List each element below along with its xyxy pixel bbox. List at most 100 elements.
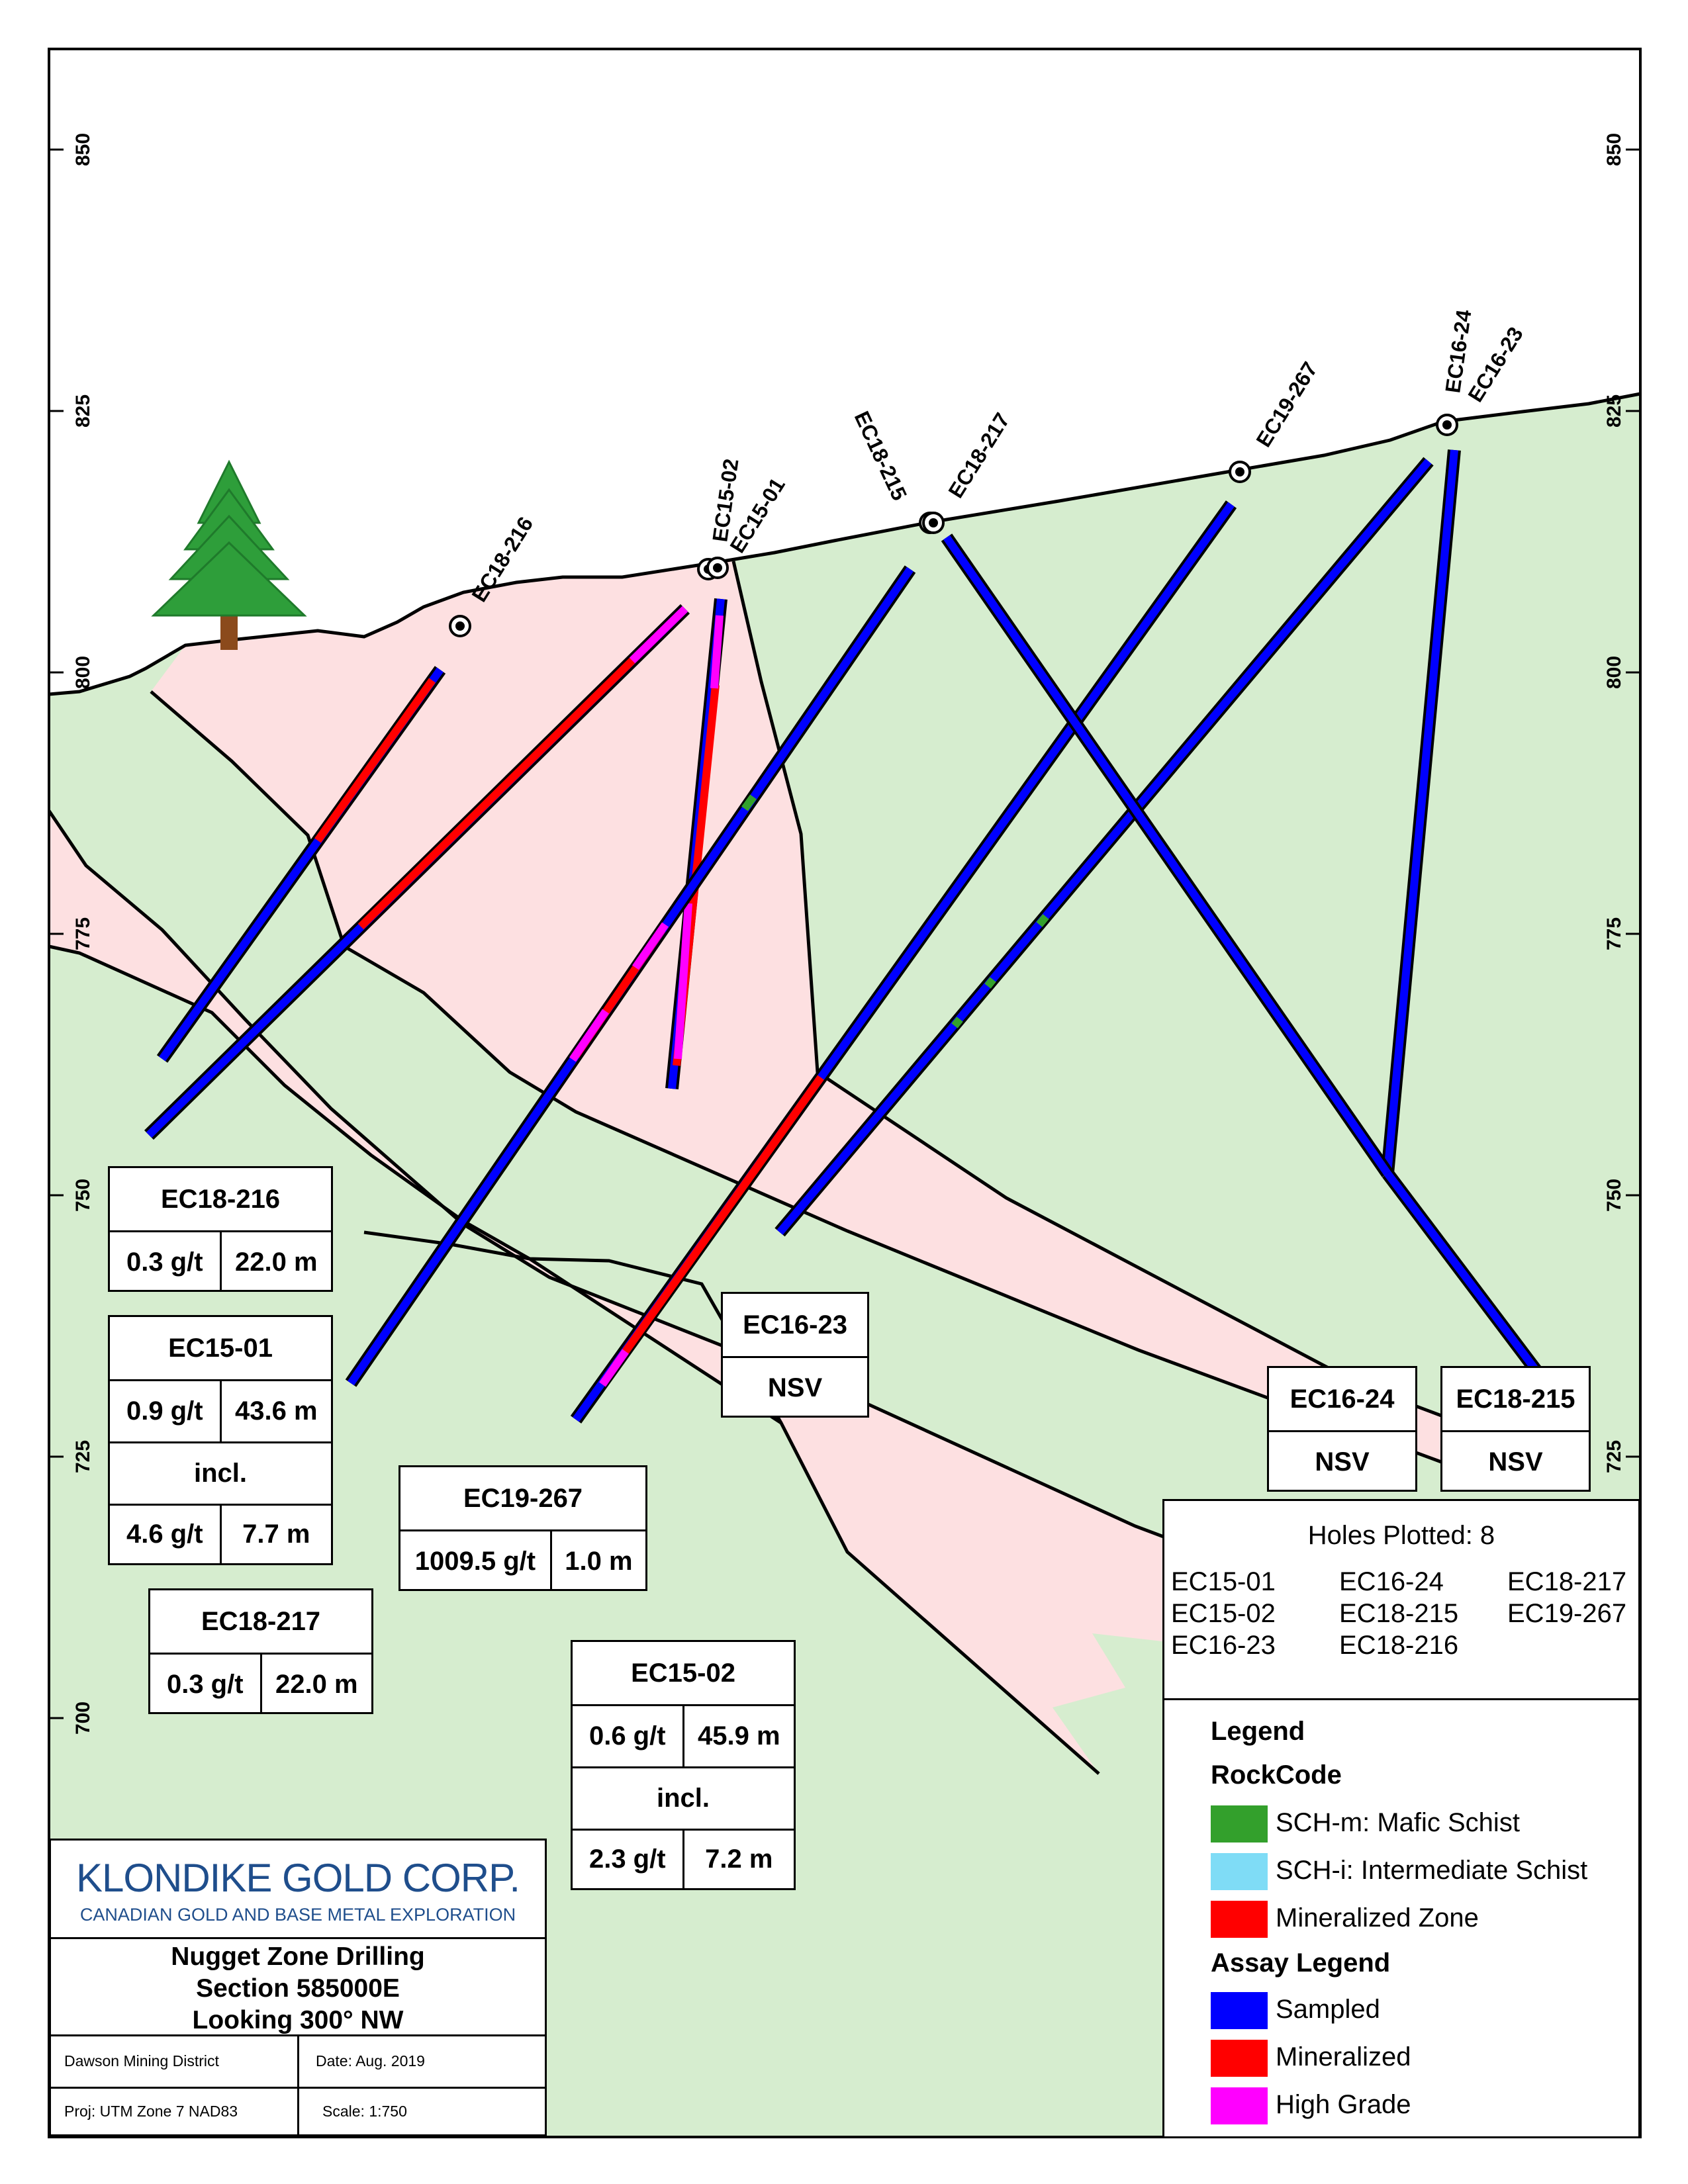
elev-label-right-825: 825 bbox=[1603, 394, 1625, 428]
legend-swatch-high-grade bbox=[1211, 2087, 1268, 2124]
elev-label-right-750: 750 bbox=[1603, 1179, 1625, 1212]
tree-icon bbox=[151, 459, 307, 650]
legend-label-mineralized: Mineralized bbox=[1276, 2042, 1411, 2071]
holes-plotted-item: EC18-215 bbox=[1339, 1599, 1459, 1628]
holes-plotted-item: EC18-216 bbox=[1339, 1631, 1459, 1660]
legend-label-mafic-schist: SCH-m: Mafic Schist bbox=[1276, 1808, 1520, 1837]
intercept-box-ec18-216: EC18-216 0.3 g/t 22.0 m bbox=[108, 1166, 333, 1292]
elev-label-left-800: 800 bbox=[72, 656, 94, 689]
holes-plotted-item: EC16-24 bbox=[1339, 1567, 1444, 1596]
legend-swatch-intermediate-schist bbox=[1211, 1853, 1268, 1890]
elev-label-left-725: 725 bbox=[72, 1440, 94, 1473]
elev-label-right-775: 775 bbox=[1603, 917, 1625, 950]
intercept-box-ec19-267: EC19-267 1009.5 g/t 1.0 m bbox=[399, 1465, 647, 1591]
legend-panel: Holes Plotted: 8 EC15-01 EC15-02 EC16-23… bbox=[1162, 1499, 1640, 2138]
district-label: Dawson Mining District bbox=[64, 2052, 219, 2070]
intercept-grade: 0.3 g/t bbox=[126, 1247, 203, 1277]
intercept-hole: EC15-02 bbox=[631, 1658, 735, 1688]
holes-plotted-item: EC16-23 bbox=[1171, 1631, 1276, 1660]
topography-line bbox=[48, 392, 1641, 696]
elev-label-right-800: 800 bbox=[1603, 656, 1625, 689]
legend-divider bbox=[1164, 1698, 1638, 1700]
intercept-length: 22.0 m bbox=[219, 1232, 332, 1292]
elev-label-left-700: 700 bbox=[72, 1702, 94, 1735]
intercept-hole: EC18-217 bbox=[201, 1606, 321, 1636]
company-tagline: CANADIAN GOLD AND BASE METAL EXPLORATION bbox=[79, 1905, 516, 1925]
hole-label-ec19-267: EC19-267 bbox=[1251, 357, 1322, 451]
holes-plotted-item: EC19-267 bbox=[1507, 1599, 1627, 1628]
elev-label-right-850: 850 bbox=[1603, 133, 1625, 166]
intercept-incl-grade: 2.3 g/t bbox=[588, 1844, 666, 1874]
holes-plotted-item: EC15-01 bbox=[1171, 1567, 1276, 1596]
legend-label-mineralized-zone: Mineralized Zone bbox=[1276, 1903, 1479, 1933]
intercept-grade: 0.9 g/t bbox=[126, 1396, 203, 1426]
intercept-incl-grade: 4.6 g/t bbox=[126, 1520, 203, 1549]
elev-label-left-750: 750 bbox=[72, 1179, 94, 1212]
legend-label-sampled: Sampled bbox=[1276, 1995, 1380, 2024]
hole-label-ec18-217: EC18-217 bbox=[943, 408, 1014, 502]
intercept-box-ec18-217: EC18-217 0.3 g/t 22.0 m bbox=[148, 1588, 373, 1714]
intercept-grade: 0.6 g/t bbox=[588, 1721, 666, 1751]
legend-rockcode-title: RockCode bbox=[1211, 1760, 1342, 1790]
legend-swatch-mineralized-zone bbox=[1211, 1901, 1268, 1938]
company-name: KLONDIKE GOLD CORP. bbox=[75, 1856, 520, 1900]
drill-traces bbox=[144, 449, 1541, 1424]
intercept-length: 1.0 m bbox=[549, 1531, 645, 1591]
intercept-hole: EC18-215 bbox=[1456, 1384, 1575, 1414]
projection-label: Proj: UTM Zone 7 NAD83 bbox=[64, 2103, 238, 2120]
intercept-hole: EC16-23 bbox=[743, 1310, 847, 1340]
intercept-box-ec16-24: EC16-24 NSV bbox=[1267, 1366, 1417, 1492]
intercept-grade: 1009.5 g/t bbox=[414, 1546, 536, 1576]
hole-label-ec18-215: EC18-215 bbox=[850, 408, 912, 504]
holes-plotted-item: EC15-02 bbox=[1171, 1599, 1276, 1628]
legend-swatch-mafic-schist bbox=[1211, 1805, 1268, 1843]
map-frame bbox=[48, 48, 1642, 2138]
intercept-length: 43.6 m bbox=[219, 1381, 332, 1441]
intercept-grade: 0.3 g/t bbox=[166, 1669, 244, 1699]
intercept-box-ec18-215: EC18-215 NSV bbox=[1440, 1366, 1591, 1492]
map-title-line3: Looking 300° NW bbox=[192, 2006, 404, 2034]
intercept-incl-length: 7.2 m bbox=[682, 1831, 794, 1888]
intercept-hole: EC15-01 bbox=[168, 1333, 273, 1363]
mineralized-zone-upper bbox=[151, 561, 1443, 1463]
elevation-ticks bbox=[49, 148, 1640, 1719]
title-block-divider bbox=[297, 2036, 299, 2134]
intercept-result: NSV bbox=[767, 1373, 823, 1402]
intercept-incl-label: incl. bbox=[656, 1784, 710, 1813]
legend-swatch-sampled bbox=[1211, 1992, 1268, 2029]
legend-assay-title: Assay Legend bbox=[1211, 1948, 1391, 1978]
intercept-hole: EC16-24 bbox=[1289, 1384, 1395, 1414]
legend-label-intermediate-schist: SCH-i: Intermediate Schist bbox=[1276, 1856, 1588, 1885]
map-title-line2: Section 585000E bbox=[196, 1974, 400, 2003]
scale-label: Scale: 1:750 bbox=[322, 2103, 407, 2120]
intercept-result: NSV bbox=[1488, 1447, 1543, 1477]
intercept-incl-length: 7.7 m bbox=[219, 1506, 332, 1563]
elev-label-left-775: 775 bbox=[72, 917, 94, 950]
intercept-box-ec16-23: EC16-23 NSV bbox=[721, 1292, 869, 1418]
intercept-length: 45.9 m bbox=[682, 1706, 794, 1766]
map-title-line1: Nugget Zone Drilling bbox=[171, 1942, 425, 1971]
intercept-hole: EC18-216 bbox=[160, 1184, 281, 1214]
mineralized-zone-lower bbox=[49, 811, 1162, 1774]
intercept-length: 22.0 m bbox=[259, 1655, 372, 1714]
legend-swatch-mineralized bbox=[1211, 2040, 1268, 2077]
intercept-result: NSV bbox=[1315, 1447, 1370, 1477]
title-block: KLONDIKE GOLD CORP. CANADIAN GOLD AND BA… bbox=[49, 1839, 547, 2136]
elevation-labels: 850 825 800 775 750 725 700 850 825 800 … bbox=[72, 133, 1625, 1735]
legend-label-high-grade: High Grade bbox=[1276, 2090, 1411, 2119]
collar-markers bbox=[449, 414, 1458, 637]
holes-plotted-heading: Holes Plotted: 8 bbox=[1307, 1521, 1495, 1550]
intercept-box-ec15-02: EC15-02 0.6 g/t 45.9 m incl. 2.3 g/t 7.2… bbox=[571, 1640, 796, 1890]
intercept-box-ec15-01: EC15-01 0.9 g/t 43.6 m incl. 4.6 g/t 7.7… bbox=[108, 1315, 333, 1565]
map-title: Nugget Zone Drilling Section 585000E Loo… bbox=[51, 1937, 545, 2036]
legend-title: Legend bbox=[1211, 1717, 1305, 1746]
holes-plotted-item: EC18-217 bbox=[1507, 1567, 1627, 1596]
elev-label-left-850: 850 bbox=[72, 133, 94, 166]
title-block-divider bbox=[51, 2087, 545, 2089]
intercept-hole: EC19-267 bbox=[463, 1483, 583, 1513]
hole-label-ec16-23: EC16-23 bbox=[1463, 323, 1527, 406]
elev-label-left-825: 825 bbox=[72, 394, 94, 428]
date-label: Date: Aug. 2019 bbox=[316, 2052, 425, 2070]
elev-label-right-725: 725 bbox=[1603, 1440, 1625, 1473]
